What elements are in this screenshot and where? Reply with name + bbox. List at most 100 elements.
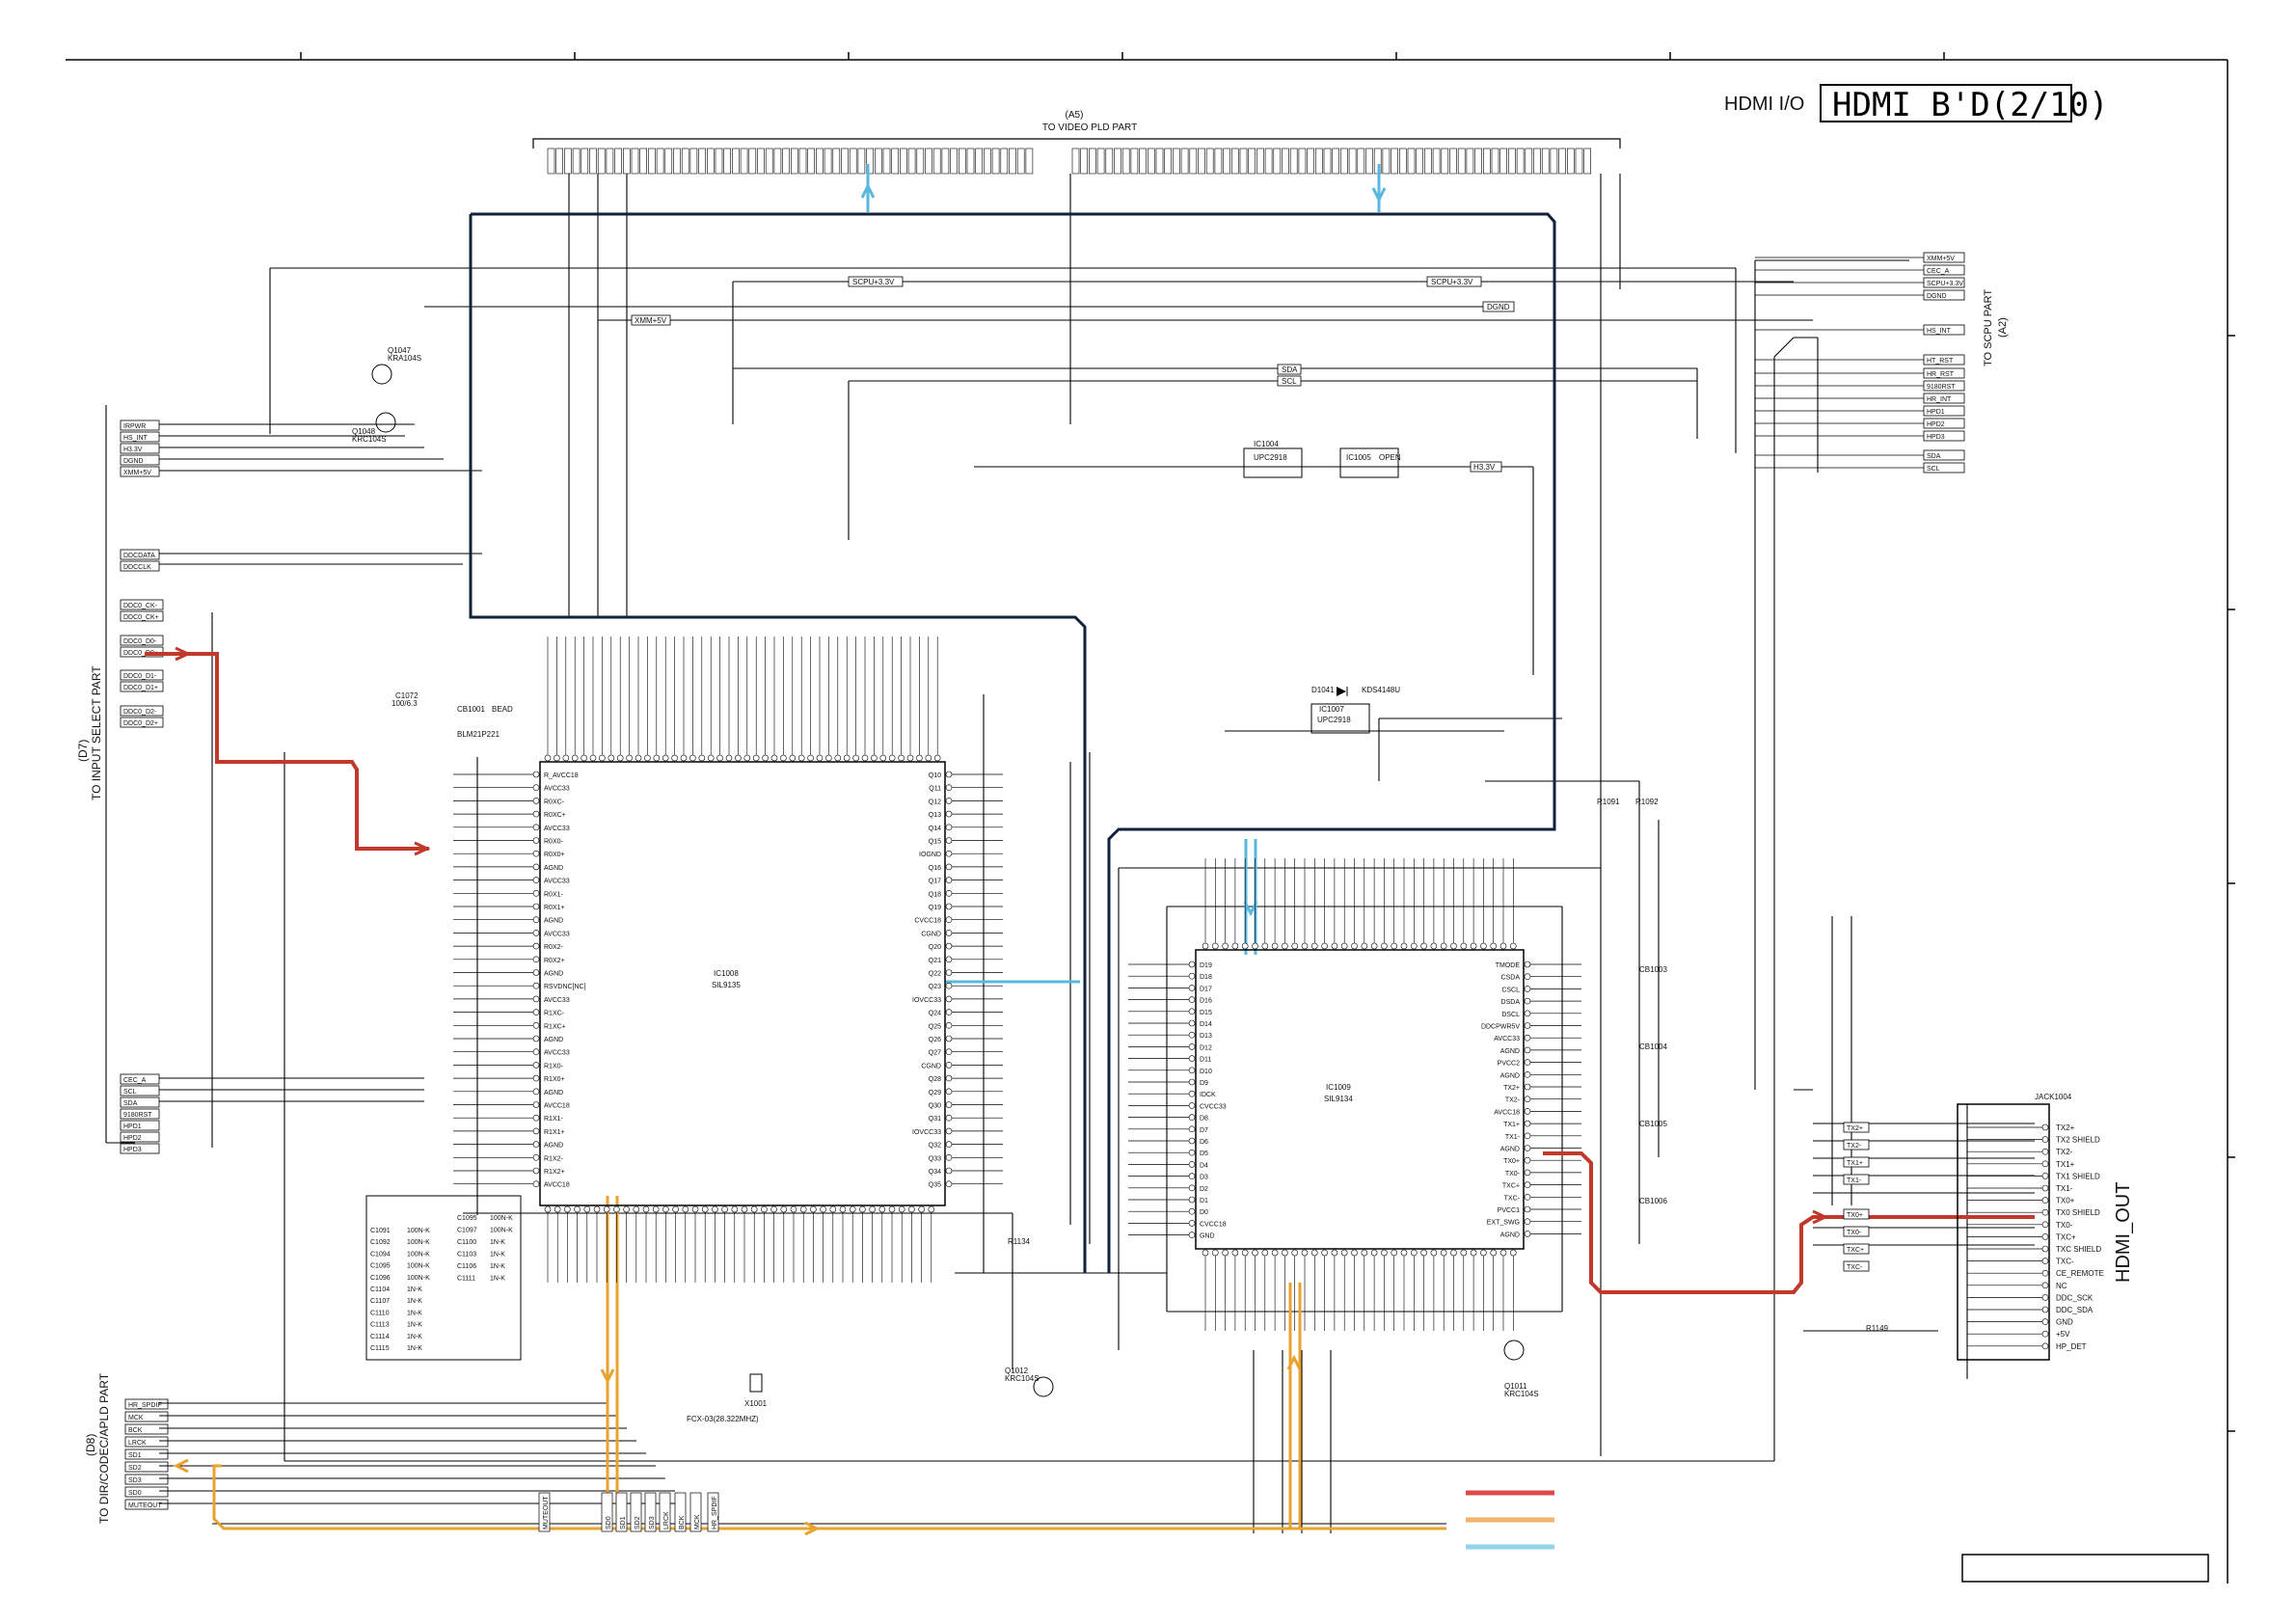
red-arrow-1 [175, 646, 192, 662]
q1011-transistor-icon [1503, 1340, 1525, 1361]
q1012-ref: Q1012 [1005, 1367, 1029, 1375]
cb1006-ref: CB1006 [1639, 1197, 1667, 1205]
ic1009-right-pin: AGND [1500, 1048, 1520, 1055]
a5-pin [1025, 148, 1034, 175]
ic1009-pin-dot [1430, 1249, 1438, 1257]
left-mid-pin-label-frame [120, 549, 160, 560]
a5-pin [1173, 148, 1180, 175]
d8-pin-label-frame [124, 1474, 169, 1485]
ic1009-right-pin: PVCC1 [1498, 1207, 1520, 1214]
ic1008-pin-dot [613, 1205, 620, 1213]
hdmi-pin-dot [2041, 1330, 2049, 1338]
ic1009-right-pin: PVCC2 [1498, 1061, 1520, 1068]
ic1008-pin-dot [532, 1048, 540, 1055]
ic1009-pin-dot [1188, 1055, 1196, 1062]
ic1009-pin-dot [1450, 942, 1457, 950]
ic1009-left-pin: D18 [1200, 974, 1212, 981]
ic1009-right-pin: TX0+ [1503, 1158, 1520, 1165]
r1092-ref: R1092 [1635, 798, 1659, 806]
q1011-ref: Q1011 [1504, 1382, 1527, 1391]
cap-ref: C1104 [370, 1286, 390, 1293]
ic1008-left-pin: AGND [544, 1143, 563, 1150]
ic1008-pin-dot [532, 1154, 540, 1161]
a2-pin-label: DGND [1927, 293, 1947, 300]
q1048-ref: Q1048 [352, 427, 376, 436]
ic1008-pin-dot [871, 754, 878, 762]
ic1009-left-pin: D3 [1200, 1175, 1208, 1181]
ic1008-pin-dot [532, 837, 540, 844]
a5-pin [1391, 148, 1398, 175]
ic1008-pin-dot [593, 1205, 601, 1213]
hdmi-pin-label: TX0 SHIELD [2056, 1208, 2100, 1217]
ic1008-ref: IC1008 [714, 969, 739, 978]
a5-pin [1449, 148, 1457, 175]
ic1009-pin-dot [1524, 1046, 1531, 1054]
ic1008-pin-dot [691, 1205, 699, 1213]
ic1008-pin-dot [644, 754, 651, 762]
cap-value: 100N-K [407, 1251, 430, 1258]
ic1009-pin-dot [1450, 1249, 1457, 1257]
cap-bank-frame [365, 1195, 522, 1361]
ic1008-right-pin: Q27 [929, 1050, 941, 1057]
bottom-signal-tag [615, 1492, 628, 1532]
d7-pin-label: DDC0_D2- [123, 709, 157, 716]
ic1009-pin-dot [1188, 1031, 1196, 1039]
color-legend [1466, 1490, 1554, 1550]
ic1009-right-pin: TMODE [1496, 962, 1521, 969]
a5-pin [925, 148, 932, 175]
ic1008-right-pin: Q21 [929, 958, 941, 964]
hdmi-pin-dot [2041, 1197, 2049, 1204]
ic1009-pin-dot [1524, 1156, 1531, 1164]
a5-pin [1096, 148, 1105, 175]
a5-pin [555, 148, 564, 175]
ic1008-pin-dot [807, 754, 814, 762]
d7-pin-label: DDC0_D2+ [123, 720, 158, 727]
cb1004-ref: CB1004 [1639, 1042, 1667, 1051]
bottom-signal-label: SD1 [620, 1516, 627, 1529]
cap-value: 1N-K [490, 1239, 505, 1246]
ic1009-pin-dot [1212, 1249, 1219, 1257]
ic1009-pin-dot [1351, 942, 1358, 950]
left-top-pin-label: HS_INT [123, 435, 149, 442]
ic1009-pin-dot [1188, 1207, 1196, 1215]
a5-pin [656, 148, 664, 175]
ic1009-pin-dot [1188, 1102, 1196, 1109]
left-top-pin-label-frame [120, 431, 160, 443]
ic1008-pin-dot [635, 754, 642, 762]
left-top-pin-label: XMM+5V [123, 470, 151, 476]
left-top-pin-label: H3.3V [123, 447, 143, 453]
ic1009-pin-dot [1430, 942, 1438, 950]
ic1009-left-pin: D10 [1200, 1069, 1212, 1075]
a5-pin [1080, 148, 1088, 175]
ic1009-left-pin: D17 [1200, 986, 1212, 992]
ic1009-pin-dot [1460, 1249, 1468, 1257]
ic1009-pin-dot [1391, 1249, 1397, 1257]
r1091-ref: R1091 [1597, 798, 1620, 806]
bottom-signal-label: MUTEOUT [543, 1496, 550, 1529]
ic1008-right-pin: Q11 [929, 786, 941, 793]
cb1005-ref: CB1005 [1639, 1120, 1667, 1128]
d7-pin-label-frame [120, 599, 164, 610]
ic1008-right-pin: Q34 [929, 1169, 941, 1176]
d8-pin-label-frame [124, 1499, 169, 1510]
ic1008-top-pins [544, 636, 941, 762]
ic1009-right-pin: DDCPWR5V [1481, 1024, 1520, 1031]
bottom-signal-tag [601, 1492, 613, 1532]
a5-pin [1121, 148, 1130, 175]
ic1008-pin-dot [945, 916, 953, 924]
hdmi-side-pin-label: TXC- [1847, 1264, 1863, 1271]
cap-value: 100N-K [407, 1263, 430, 1270]
ic1008-pin-dot [721, 1205, 728, 1213]
a2-pin-label: HPD2 [1927, 421, 1945, 428]
ic1008-left-pin: AGND [544, 1090, 563, 1096]
d7-pin-label-frame [120, 635, 164, 646]
ic1008-pin-dot [898, 1205, 905, 1213]
hdmi-pin-label: TX0- [2056, 1221, 2073, 1230]
hdmi-jack-body [1957, 1103, 2050, 1361]
hdmi-pin-dot [2041, 1123, 2049, 1131]
a5-pin [900, 148, 907, 175]
ic1009-right-pin: AGND [1500, 1232, 1520, 1238]
ic1008-pin-dot [945, 1180, 953, 1187]
